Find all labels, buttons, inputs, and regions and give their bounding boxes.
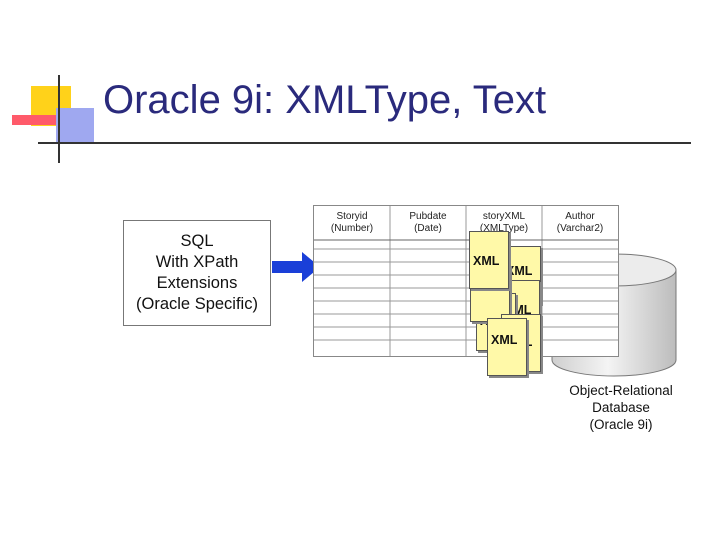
xml-document-icon: XML <box>487 318 527 376</box>
database-label: Object-Relational Database (Oracle 9i) <box>556 382 686 433</box>
title-underline <box>38 142 691 144</box>
xml-document-icon: XML <box>469 231 509 289</box>
slide-title: Oracle 9i: XMLType, Text <box>103 78 546 123</box>
sql-box: SQL With XPath Extensions (Oracle Specif… <box>123 220 271 326</box>
table-grid <box>314 206 618 356</box>
deco-red-bar <box>12 115 56 125</box>
sql-line: SQL <box>180 231 213 252</box>
deco-blue-square <box>56 108 94 142</box>
sql-line: With XPath <box>156 252 239 273</box>
sql-line: (Oracle Specific) <box>136 294 258 315</box>
deco-vertical-line <box>58 75 60 163</box>
sql-line: Extensions <box>157 273 238 294</box>
xml-table: Storyid (Number) Pubdate (Date) storyXML… <box>313 205 619 357</box>
